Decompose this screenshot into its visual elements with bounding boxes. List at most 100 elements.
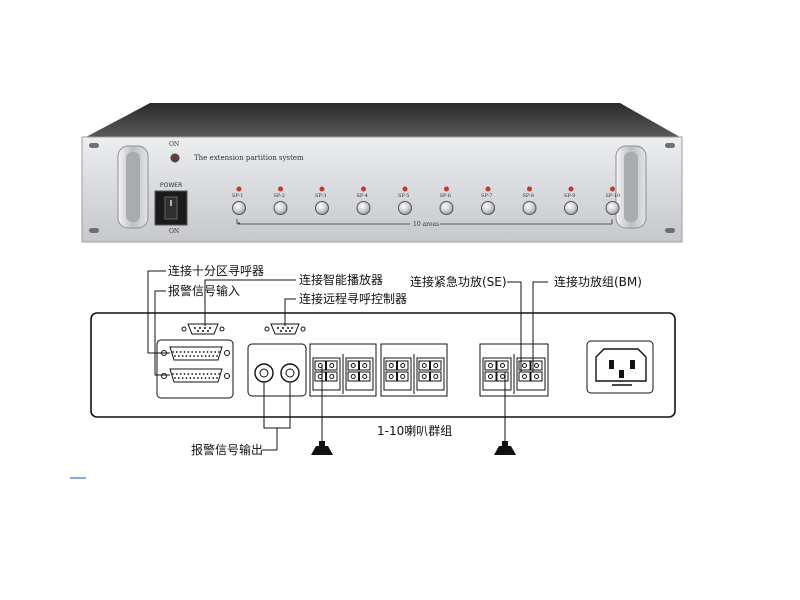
db25-pin — [210, 351, 213, 353]
zone-button[interactable] — [522, 201, 537, 215]
zone-button[interactable] — [398, 201, 412, 215]
speaker-icon — [311, 441, 333, 455]
label-remote-pager: 连接远程寻呼控制器 — [299, 292, 408, 306]
amp-terminal-block — [479, 343, 549, 397]
label-amp-group: 连接功放组(BM) — [554, 275, 642, 289]
zone-button[interactable] — [481, 201, 495, 215]
db25-pin — [200, 377, 203, 379]
zone-label: SP-6 — [439, 193, 451, 199]
db25-pin — [175, 351, 178, 353]
db25-pin — [197, 355, 199, 357]
zone-label: SP-1 — [232, 193, 244, 199]
db25-pin — [191, 373, 194, 375]
zones-bracket — [236, 219, 613, 225]
db25-pin — [195, 351, 197, 353]
db25-pin — [206, 351, 209, 353]
db25-pin — [214, 373, 217, 375]
zone-led — [444, 186, 449, 192]
db25-pin — [179, 351, 182, 353]
zone-button[interactable] — [315, 201, 329, 215]
front-face — [81, 136, 683, 243]
db25-pin — [183, 373, 186, 375]
db25-pin — [181, 377, 184, 379]
zone-button[interactable] — [232, 201, 246, 215]
power-switch[interactable] — [154, 190, 188, 226]
db25-pin — [206, 373, 209, 375]
zone-led — [527, 186, 532, 192]
db25-pin — [208, 355, 211, 357]
db25-pin — [210, 373, 213, 375]
db25-pin — [216, 355, 218, 357]
zone-button[interactable] — [273, 201, 288, 215]
rca-jack-block — [247, 343, 307, 397]
db25-pin — [204, 377, 207, 379]
db25-pin — [189, 355, 192, 357]
label-smart-player: 连接智能播放器 — [299, 273, 384, 287]
zone-led — [236, 186, 242, 192]
db25-pin — [202, 373, 205, 375]
db25-pin — [218, 351, 220, 353]
on-label-top: ON — [169, 141, 180, 148]
db25-pin — [172, 373, 174, 375]
on-label-bottom: ON — [169, 228, 180, 235]
zone-button[interactable] — [439, 201, 454, 215]
db25-pin — [179, 373, 182, 375]
db25-pin — [198, 373, 201, 375]
db25-pin — [193, 377, 195, 379]
label-speaker-groups: 1-10喇叭群组 — [377, 424, 453, 438]
label-pager-10-zones: 连接十分区寻呼器 — [168, 264, 265, 278]
db25-pin — [172, 351, 174, 353]
zones-caption: 10 areas — [413, 221, 440, 228]
zone-led — [319, 186, 325, 192]
db25-pin — [181, 355, 184, 357]
db25-pin — [187, 373, 190, 375]
zone-button[interactable] — [605, 201, 620, 215]
zone-led — [568, 186, 574, 192]
db25-pin — [183, 351, 186, 353]
iec-power-inlet — [586, 340, 654, 394]
leader-lines — [147, 270, 548, 451]
rack-handle-right — [615, 145, 647, 229]
db25-pin — [191, 351, 194, 353]
db25-pin — [218, 373, 220, 375]
chassis-top — [86, 103, 680, 137]
zone-label: SP-3 — [315, 193, 327, 199]
db25-pin — [212, 377, 215, 379]
zone-label: SP-5 — [398, 193, 410, 199]
db25-pin — [174, 355, 176, 357]
db25-pin — [204, 355, 207, 357]
zone-label: SP-2 — [273, 193, 285, 199]
zone-button[interactable] — [356, 201, 371, 215]
label-emergency-amp: 连接紧急功放(SE) — [410, 275, 507, 289]
db9-connector-player — [181, 323, 225, 335]
zone-led — [485, 186, 491, 192]
db25-pin — [202, 351, 205, 353]
db25-pin — [214, 351, 217, 353]
db25-pin — [193, 355, 195, 357]
zone-label: SP-10 — [605, 193, 621, 199]
db25-pin — [174, 377, 176, 379]
zone-led — [402, 186, 408, 192]
db25-pin — [177, 355, 180, 357]
label-alarm-output: 报警信号输出 — [191, 443, 264, 457]
zone-led — [361, 186, 366, 192]
db25-pin — [185, 355, 188, 357]
power-indicator-led — [170, 153, 180, 163]
db25-pin — [177, 377, 180, 379]
db25-pin — [185, 377, 188, 379]
speaker-icon — [494, 441, 516, 455]
db25-pin — [198, 351, 201, 353]
rack-handle-left — [117, 145, 149, 229]
db25-pin — [189, 377, 192, 379]
db25-pin — [208, 377, 211, 379]
db25-pin — [216, 377, 218, 379]
zone-label: SP-7 — [481, 193, 493, 199]
rack-screw — [89, 143, 675, 233]
zone-button[interactable] — [564, 201, 578, 215]
speaker-terminal-block — [380, 343, 448, 397]
speaker-terminal-block — [309, 343, 377, 397]
db25-pin — [200, 355, 203, 357]
db25-pin — [187, 351, 190, 353]
power-label: POWER — [160, 182, 183, 189]
system-title: The extension partition system — [194, 154, 304, 162]
